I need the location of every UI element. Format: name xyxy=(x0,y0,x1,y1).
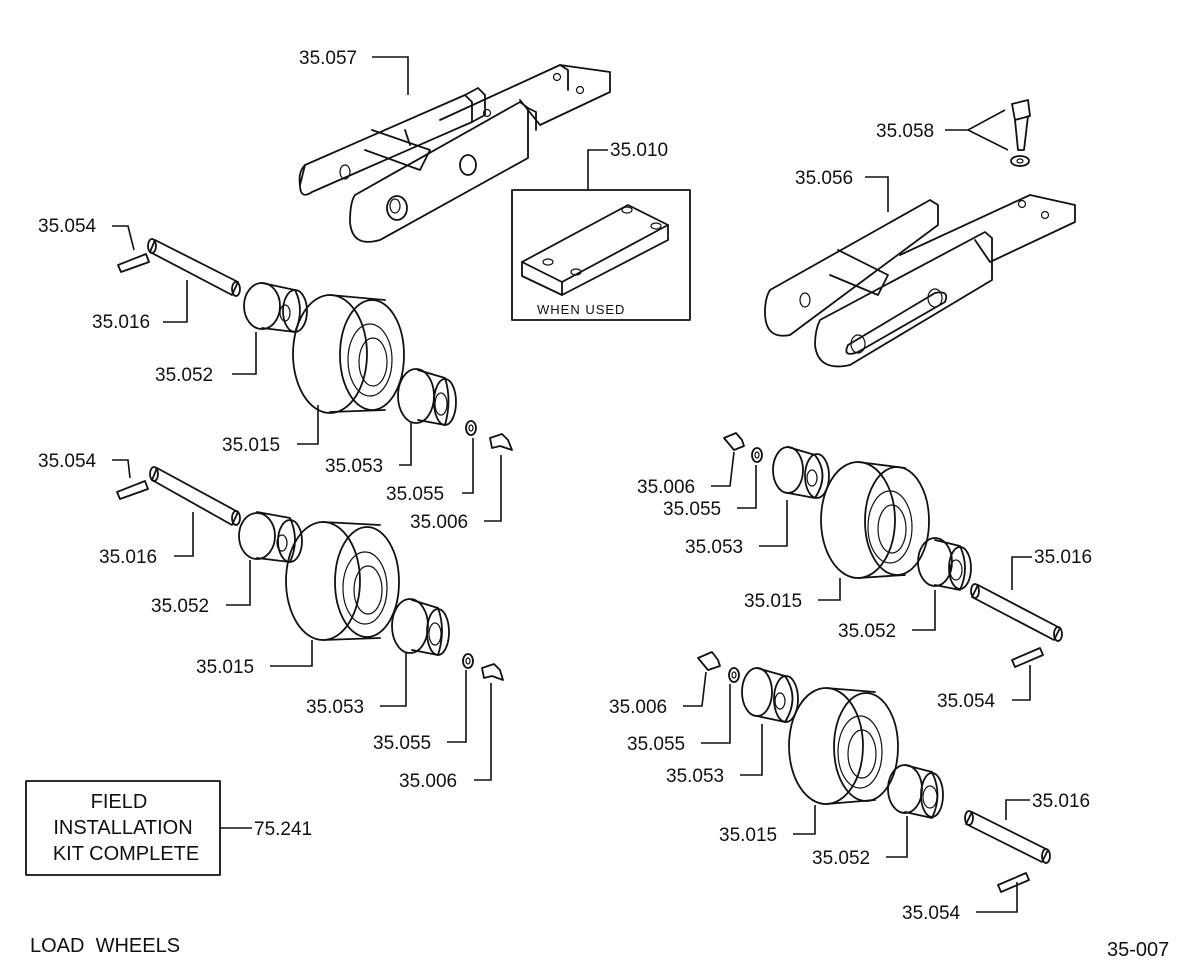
label-rl-bushing: 35.053 xyxy=(666,766,724,787)
label-plate: 35.010 xyxy=(610,140,668,161)
label-lu-bushing: 35.053 xyxy=(325,456,383,477)
label-bolt: 35.058 xyxy=(876,121,934,142)
label-rl-pin: 35.054 xyxy=(902,903,961,924)
label-lu-washer: 35.055 xyxy=(386,484,444,505)
when-used-label: WHEN USED xyxy=(537,302,625,317)
label-ru-washer: 35.055 xyxy=(663,499,721,520)
kit-line-3: KIT COMPLETE xyxy=(53,843,199,865)
label-ll-hub: 35.052 xyxy=(151,596,209,617)
part-labels: 35.057 35.010 35.058 35.056 35.054 35.01… xyxy=(38,48,1092,924)
right-lower-assembly xyxy=(697,651,1051,893)
kit-line-2: INSTALLATION xyxy=(53,817,192,839)
label-ll-pin: 35.054 xyxy=(38,451,97,472)
bolt-35058 xyxy=(1010,99,1031,167)
when-used-box: WHEN USED xyxy=(511,189,691,321)
load-arm-35056 xyxy=(764,194,1076,368)
label-ll-axle: 35.016 xyxy=(99,547,157,568)
label-lu-hub: 35.052 xyxy=(155,365,213,386)
leader-lines xyxy=(112,56,1032,913)
label-rl-fitting: 35.006 xyxy=(609,697,667,718)
label-ru-fitting: 35.006 xyxy=(637,477,695,498)
drawing-number: 35-007 xyxy=(1107,939,1169,961)
label-rl-wheel: 35.015 xyxy=(719,825,777,846)
label-ru-axle: 35.016 xyxy=(1034,547,1092,568)
label-rl-hub: 35.052 xyxy=(812,848,870,869)
label-kit-part: 75.241 xyxy=(254,819,312,840)
label-arm-b: 35.056 xyxy=(795,168,853,189)
label-lu-axle: 35.016 xyxy=(92,312,150,333)
page-title: LOAD WHEELS xyxy=(30,935,180,957)
load-arm-35057 xyxy=(298,64,611,243)
left-upper-assembly xyxy=(117,238,513,451)
label-ru-hub: 35.052 xyxy=(838,621,896,642)
label-ll-wheel: 35.015 xyxy=(196,657,254,678)
label-lu-pin: 35.054 xyxy=(38,216,97,237)
label-ru-bushing: 35.053 xyxy=(685,537,743,558)
label-lu-wheel: 35.015 xyxy=(222,435,280,456)
label-rl-axle: 35.016 xyxy=(1032,791,1090,812)
label-ru-wheel: 35.015 xyxy=(744,591,802,612)
right-upper-assembly xyxy=(723,432,1063,668)
label-ll-bushing: 35.053 xyxy=(306,697,364,718)
label-ru-pin: 35.054 xyxy=(937,691,996,712)
label-rl-washer: 35.055 xyxy=(627,734,685,755)
label-ll-washer: 35.055 xyxy=(373,733,431,754)
left-lower-assembly xyxy=(116,466,504,681)
kit-line-1: FIELD xyxy=(91,791,148,813)
label-lu-fitting: 35.006 xyxy=(410,512,468,533)
label-ll-fitting: 35.006 xyxy=(399,771,457,792)
kit-box: FIELD INSTALLATION KIT COMPLETE xyxy=(25,780,221,876)
label-arm-a: 35.057 xyxy=(299,48,357,69)
